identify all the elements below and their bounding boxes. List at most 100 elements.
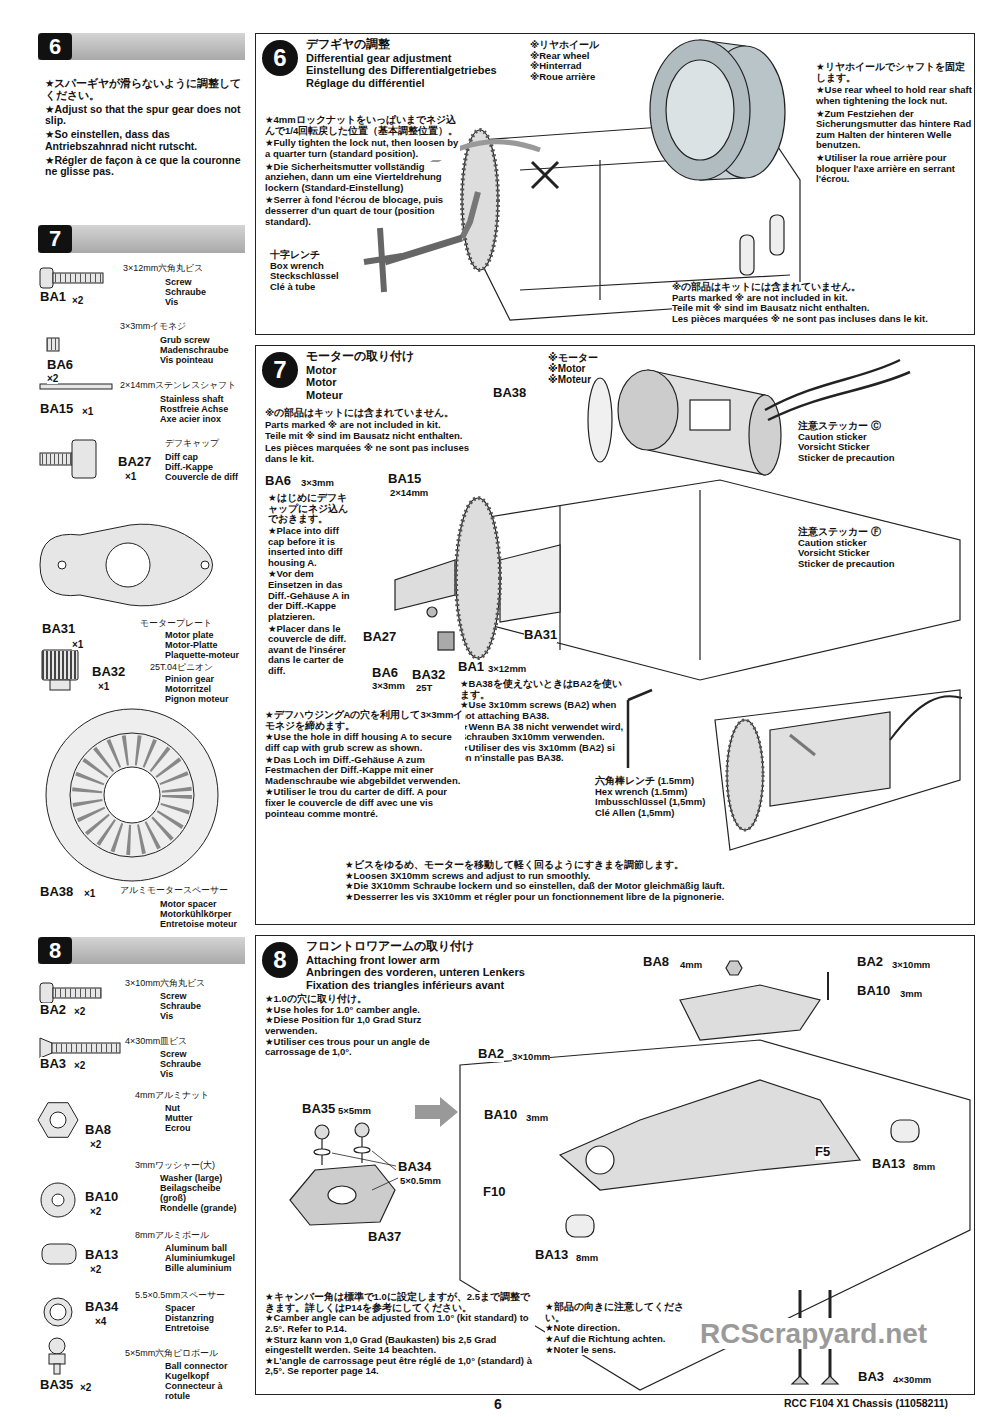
step-title: Motor [306, 364, 337, 377]
part-name: Madenschraube [160, 345, 229, 355]
part-icons [50, 680, 70, 690]
motor-illustration [456, 498, 500, 658]
part-name: Bille aluminium [165, 1263, 232, 1273]
note-text: ★Diese Position für 1,0 Grad Sturz verwe… [265, 1015, 475, 1036]
step-title: Anbringen des vorderen, unteren Lenkers [306, 966, 525, 979]
part-name: Nut [165, 1103, 180, 1113]
note-text: ★Placer dans le couvercle de diff. avant… [268, 624, 356, 677]
note-text: ★BA38を使えないときはBA2を使います。 [460, 679, 625, 700]
note-text: ★ビスをゆるめ、モーターを移動して軽く回るようにすきまを調節します。 [345, 860, 684, 871]
part-name: Mutter [165, 1113, 193, 1123]
part-name: 25T.04ピニオン [150, 662, 213, 672]
part-icons [40, 1038, 52, 1058]
front-arm-illustration [460, 1040, 970, 1390]
note-text: ★部品の向きに注意してください。 [545, 1302, 690, 1323]
motor-illustration [765, 360, 900, 410]
part-name: Vis [160, 1069, 173, 1079]
quantity: ×4 [95, 1316, 106, 1327]
step-number-circle: 7 [262, 352, 298, 388]
note-text: ★L'angle de carrossage peut être réglé d… [265, 1356, 535, 1377]
front-arm-illustration [586, 1146, 614, 1174]
motor-illustration [456, 498, 500, 658]
part-name: アルミモータースペーサー [120, 885, 228, 895]
part-code: F5 [815, 1145, 830, 1160]
note-text: ★Die Sicherheitsmutter vollständig anzie… [265, 162, 460, 194]
dimension: 3×3mm [372, 681, 405, 692]
part-icons [50, 1304, 66, 1320]
part-name: Diff.-Kappe [165, 462, 213, 472]
callout-label: 注意ステッカー Ⓕ [798, 527, 881, 538]
note-text: ★Place into diff cap before it is insert… [268, 526, 356, 569]
part-name: Motorritzel [165, 684, 211, 694]
step-title: Einstellung des Differentialgetriebes [306, 64, 497, 77]
part-icons [40, 453, 72, 465]
note-text: ★Noter le sens. [545, 1345, 616, 1356]
note-text: ★Wenn BA 38 nicht verwendet wird, Schrau… [460, 722, 625, 743]
part-code: BA3 [40, 1057, 66, 1072]
part-name: 4×30mm皿ビス [125, 1036, 187, 1046]
part-code: BA31 [42, 622, 75, 637]
dimension: 8mm [913, 1162, 935, 1173]
part-name: Distanzring [165, 1313, 214, 1323]
note-text: ★はじめにデフキャップにネジ込んでおきます。 [268, 493, 356, 525]
note-text: ★Sturz kann von 1,0 Grad (Baukasten) bis… [265, 1335, 535, 1356]
step-title: フロントロワアームの取り付け [306, 936, 474, 954]
page-number: 6 [494, 1397, 502, 1413]
note-text: Parts marked ※ are not included in kit. [672, 293, 848, 304]
note-text: ★Régler de façon à ce que la couronne ne… [45, 155, 243, 179]
front-arm-illustration [566, 1215, 594, 1237]
motor-illustration [628, 690, 652, 700]
front-arm-illustration [680, 985, 820, 1040]
dimension: 4mm [680, 960, 702, 971]
callout-label: Box wrench [270, 261, 324, 272]
motor-illustration [715, 690, 960, 850]
part-code: BA3 [858, 1370, 884, 1385]
part-code: BA32 [92, 665, 125, 680]
motor-illustration [560, 490, 700, 660]
callout-label: ※Moteur [548, 374, 591, 385]
note-text: ★Loosen 3X10mm screws and adjust to run … [345, 871, 590, 882]
part-icons [53, 988, 101, 998]
part-icons [49, 1354, 65, 1364]
callout-label: 注意ステッカー Ⓒ [798, 421, 881, 432]
step-number: 7 [38, 225, 72, 253]
part-name: Screw [160, 1049, 187, 1059]
callout-label: ※Hinterrad [530, 61, 581, 72]
part-code: BA6 [47, 358, 73, 373]
quantity: ×2 [90, 1139, 101, 1150]
part-code: BA13 [535, 1248, 568, 1263]
callout-label: 六角棒レンチ (1.5mm) [595, 776, 694, 787]
part-icons [42, 651, 78, 679]
part-code: BA37 [368, 1230, 401, 1245]
part-name: Spacer [165, 1303, 195, 1313]
note-text: ★Serrer à fond l'écrou de blocage, puis … [265, 195, 460, 227]
front-arm-illustration [891, 1120, 919, 1142]
callout-label: Steckschlüssel [270, 271, 339, 282]
note-text: ※の部品はキットには含まれていません。 [672, 282, 861, 293]
part-name: Rondelle (grande) [160, 1203, 237, 1213]
part-code: BA10 [857, 984, 890, 999]
callout-label: Imbusschlüssel (1,5mm) [595, 797, 705, 808]
part-icons [55, 989, 101, 998]
callout-label: ※リヤホイール [530, 40, 599, 51]
front-arm-illustration [560, 1080, 860, 1190]
callout-label: 十字レンチ [270, 250, 320, 261]
callout-label: Vorsicht Sticker [798, 548, 870, 559]
part-icons [42, 1244, 76, 1264]
step-number: 7 [273, 358, 286, 382]
note-text: ※の部品はキットには含まれていません。 [265, 408, 454, 419]
quantity: ×1 [72, 639, 83, 650]
part-name: 3mmワッシャー(大) [135, 1160, 215, 1170]
dimension: 5×5mm [338, 1106, 371, 1117]
part-code: BA13 [85, 1248, 118, 1263]
part-code: BA35 [302, 1102, 335, 1117]
part-icons [52, 1043, 120, 1053]
part-code: BA10 [85, 1190, 118, 1205]
part-icons [106, 543, 150, 587]
note-text: ★Utiliser le trou du carter de diff. A p… [265, 787, 465, 819]
front-arm-illustration [415, 1097, 458, 1127]
part-name: Schraube [165, 287, 206, 297]
part-icons [58, 561, 66, 569]
